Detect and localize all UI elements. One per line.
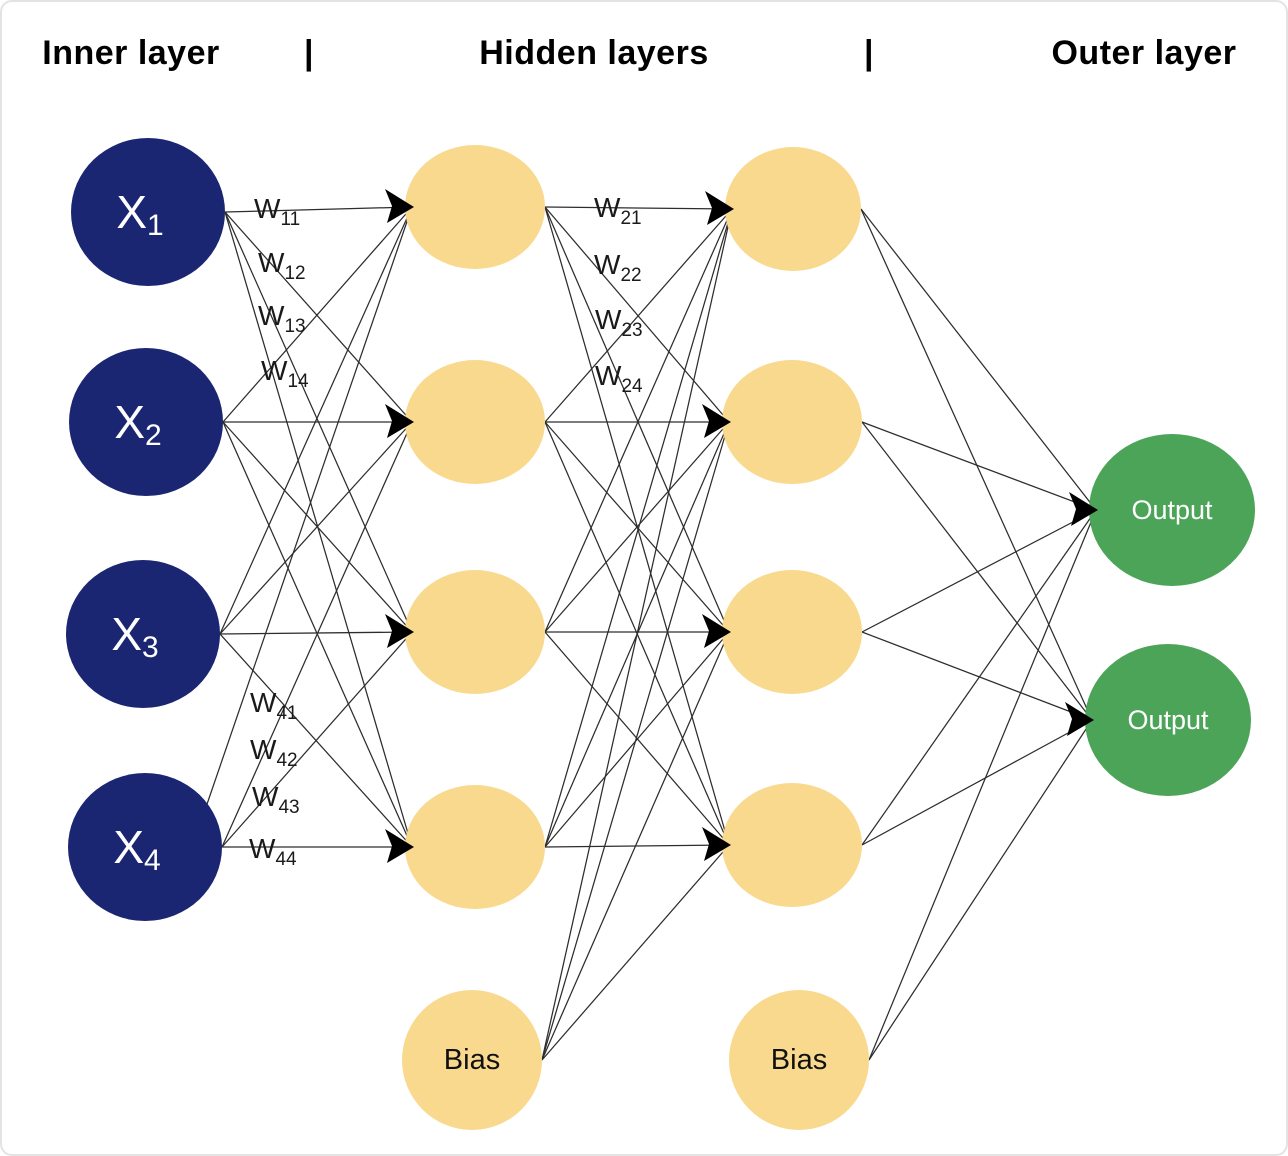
edge-h13-h22 [544, 421, 730, 633]
edge-bias1-h23 [541, 631, 730, 1061]
edge-h24-out2 [861, 719, 1093, 846]
arrowhead-h14 [385, 829, 414, 863]
node-out2 [1085, 644, 1251, 796]
edge-h11-h24 [544, 206, 730, 846]
edge-x1-h11 [224, 206, 413, 213]
edge-h23-out2 [861, 631, 1093, 721]
weight-label-13: W13 [258, 300, 306, 337]
label-out2: Output [1127, 705, 1209, 735]
edge-bias1-h24 [541, 844, 730, 1061]
label-x1: X1 [116, 186, 163, 242]
arrowhead-h23 [702, 614, 731, 648]
node-x3 [66, 560, 220, 708]
node-h11 [405, 145, 545, 269]
edge-h24-out1 [861, 509, 1097, 846]
edge-x3-h11 [219, 206, 413, 635]
edge-x1-h14 [224, 211, 413, 848]
label-out1: Output [1131, 495, 1213, 525]
node-h23 [722, 570, 862, 694]
weight-label-21: W21 [594, 192, 642, 229]
arrowhead-h24 [702, 827, 731, 861]
edge-h11-h22 [544, 206, 730, 423]
edge-x1-h12 [224, 211, 413, 423]
node-h14 [405, 785, 545, 909]
arrowhead-h11 [385, 189, 414, 223]
weight-label-24: W24 [595, 360, 643, 397]
node-x4 [68, 773, 222, 921]
node-x1 [71, 138, 225, 286]
title-separator-2: | [863, 34, 874, 72]
edge-h22-out2 [861, 421, 1093, 721]
node-out1 [1089, 434, 1255, 586]
node-h24 [722, 783, 862, 907]
weight-label-44: W44 [249, 833, 297, 870]
edge-x4-h13 [221, 631, 413, 848]
node-x2 [69, 348, 223, 496]
weight-label-42: W42 [250, 734, 298, 771]
label-bias1: Bias [444, 1044, 500, 1076]
arrowhead-out1 [1069, 492, 1098, 526]
title-outer-layer: Outer layer [1051, 34, 1237, 72]
weight-label-43: W43 [252, 781, 300, 818]
arrowhead-h22 [702, 404, 731, 438]
arrowhead-out2 [1065, 702, 1094, 736]
node-bias2 [729, 990, 869, 1130]
edge-bias2-out2 [868, 719, 1093, 1061]
edge-bias1-h22 [541, 421, 730, 1061]
edge-h14-h21 [544, 208, 733, 848]
node-h13 [405, 570, 545, 694]
node-h22 [722, 360, 862, 484]
arrowhead-h13 [385, 614, 414, 648]
node-h21 [725, 147, 861, 271]
edge-h13-h24 [544, 631, 730, 846]
arrowhead-h12 [385, 404, 414, 438]
weight-label-12: W12 [258, 247, 306, 284]
weight-label-22: W22 [594, 249, 642, 286]
edge-h11-h21 [544, 206, 733, 210]
edge-x3-h12 [219, 421, 413, 635]
edge-h14-h24 [544, 844, 730, 848]
edge-h14-h23 [544, 631, 730, 848]
edge-bias2-out1 [868, 509, 1097, 1061]
node-bias1 [402, 990, 542, 1130]
weight-label-23: W23 [595, 304, 643, 341]
edge-bias1-h21 [541, 208, 733, 1061]
label-x3: X3 [111, 608, 158, 664]
edge-x2-h11 [222, 206, 413, 423]
edge-h11-h23 [544, 206, 730, 633]
title-inner-layer: Inner layer [42, 34, 220, 72]
label-bias2: Bias [771, 1044, 827, 1076]
edge-h21-out1 [860, 208, 1097, 511]
edge-x4-h11 [204, 206, 413, 811]
edge-h12-h21 [544, 208, 733, 423]
weight-label-41: W41 [250, 687, 298, 724]
edge-h13-h21 [544, 208, 733, 633]
weight-label-11: W11 [254, 193, 300, 230]
edge-x4-h12 [221, 421, 413, 848]
edge-h23-out1 [861, 509, 1097, 633]
title-separator-1: | [303, 34, 314, 72]
weight-label-14: W14 [261, 355, 309, 392]
title-hidden-layers: Hidden layers [479, 34, 709, 72]
edge-x3-h13 [219, 631, 413, 635]
node-h12 [405, 360, 545, 484]
edge-h22-out1 [861, 421, 1097, 511]
arrowhead-h21 [705, 191, 734, 225]
